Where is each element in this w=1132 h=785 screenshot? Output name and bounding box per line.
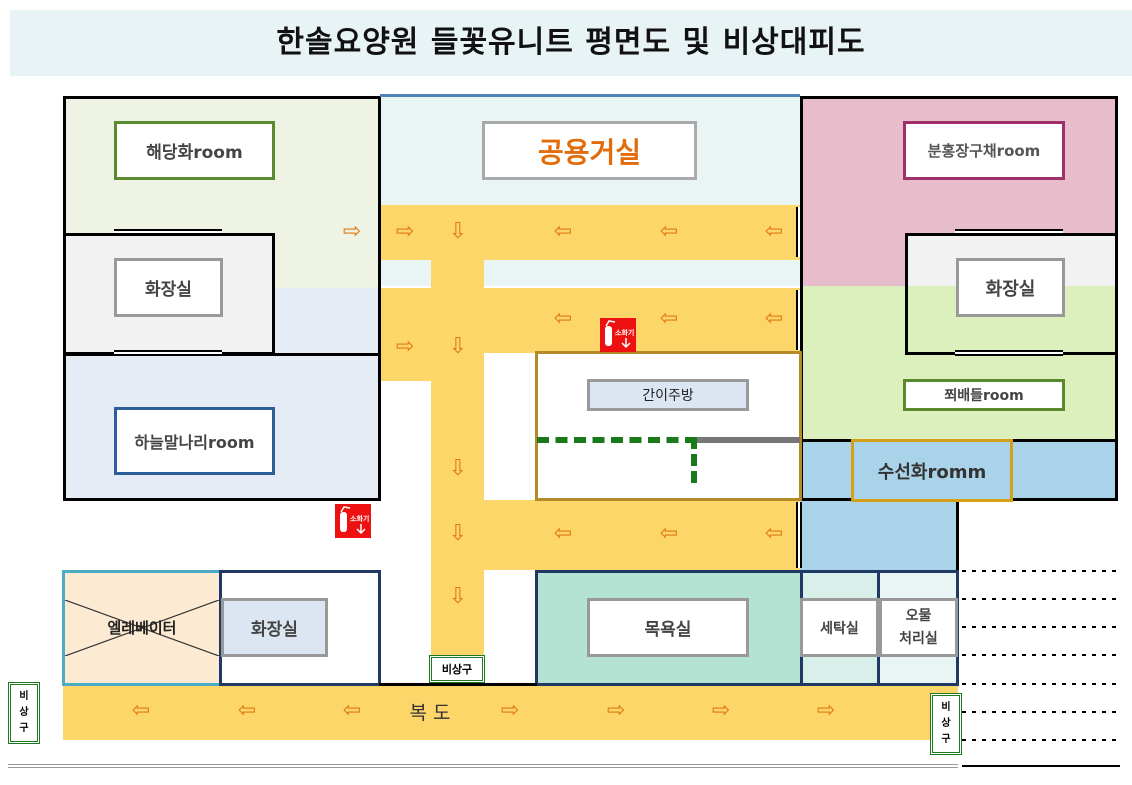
label-bunhong: 분홍장구채room [903, 121, 1065, 180]
emergency-exit-left: 비 상 구 [8, 682, 40, 744]
arrow-right-icon: ⇨ [342, 219, 362, 244]
outline-common-hall-top [380, 94, 800, 97]
label-common-hall: 공용거실 [482, 121, 697, 180]
page-title: 한솔요양원 들꽃유니트 평면도 및 비상대피도 [276, 25, 866, 60]
arrow-left-icon: ⇦ [659, 306, 679, 331]
arrow-right-icon: ⇨ [606, 698, 626, 723]
kitchen-dotted-partition-vertical [691, 437, 697, 483]
door [114, 350, 222, 356]
corridor-label: 복 도 [409, 702, 451, 724]
outline-toilet-bottom [219, 570, 381, 686]
label-toilet-left: 화장실 [114, 258, 223, 317]
corridor-left-stub [380, 288, 431, 381]
label-haedanghwa: 해당화room [114, 121, 275, 180]
arrow-right-icon: ⇨ [500, 698, 520, 723]
corridor-main [63, 685, 958, 740]
arrow-right-icon: ⇨ [395, 334, 415, 359]
exit-left-char: 구 [19, 723, 29, 734]
exit-left-char: 비 [19, 691, 29, 702]
extinguisher-label: 소화기 [615, 329, 635, 337]
arrow-down-icon: ⇩ [448, 456, 468, 481]
arrow-left-icon: ⇦ [764, 219, 784, 244]
outline-suseonhwa-right [956, 499, 959, 570]
exit-right-char: 구 [941, 734, 951, 745]
exit-left-char: 상 [19, 707, 29, 718]
outline-kitchen [535, 351, 802, 501]
elevator-cross [65, 600, 219, 656]
extinguisher-label: 소화기 [350, 515, 370, 523]
kitchen-area [537, 353, 800, 500]
arrow-left-icon: ⇦ [131, 698, 151, 723]
fire-extinguisher-icon: 소화기 [335, 504, 371, 538]
label-elevator: 엘레베이터 [107, 618, 177, 637]
arrow-left-icon: ⇦ [237, 698, 257, 723]
kitchen-dotted-partition [537, 437, 697, 443]
fire-extinguisher-icon [600, 318, 636, 352]
outline-haneul-top [63, 353, 381, 356]
arrow-left-icon: ⇦ [659, 219, 679, 244]
label-toilet-right: 화장실 [956, 258, 1065, 317]
outline-center-exit-wall [379, 683, 537, 686]
ground-line [8, 764, 958, 768]
corridor-mid [484, 500, 800, 570]
balcony-dotted-lines [962, 570, 1120, 767]
arrow-left-icon: ⇦ [764, 306, 784, 331]
arrow-right-icon: ⇨ [711, 698, 731, 723]
door [955, 350, 1063, 356]
label-jjokbaedeul: 쬐배들room [903, 379, 1065, 411]
label-waste-line1: 오물 [905, 608, 932, 625]
arrow-down-icon: ⇩ [448, 521, 468, 546]
door [955, 229, 1063, 235]
door [114, 229, 222, 235]
arrow-right-icon: ⇨ [816, 698, 836, 723]
room-suseonhwa-lower [800, 500, 958, 570]
kitchen-counter-line [697, 437, 800, 443]
arrow-left-icon: ⇦ [553, 306, 573, 331]
label-laundry: 세탁실 [800, 598, 879, 657]
corridor-vertical [431, 205, 484, 685]
label-kitchen: 간이주방 [587, 379, 749, 411]
exit-right-char: 비 [941, 702, 951, 713]
arrow-left-icon: ⇦ [342, 698, 362, 723]
exit-right-char: 상 [941, 718, 951, 729]
door [796, 207, 802, 257]
arrow-right-icon: ⇨ [395, 219, 415, 244]
arrow-down-icon: ⇩ [448, 334, 468, 359]
door [796, 290, 802, 350]
door [796, 502, 802, 568]
label-toilet-bottom: 화장실 [221, 598, 328, 657]
title-bar [10, 10, 1132, 76]
label-bath: 목욕실 [587, 598, 749, 657]
arrow-left-icon: ⇦ [553, 521, 573, 546]
arrow-left-icon: ⇦ [553, 219, 573, 244]
label-waste: 오물 처리실 [879, 598, 958, 657]
arrow-down-icon: ⇩ [448, 219, 468, 244]
label-suseonhwa: 수선화romm [851, 439, 1013, 502]
arrow-left-icon: ⇦ [764, 521, 784, 546]
emergency-exit-right: 비 상 구 [930, 693, 962, 755]
label-waste-line2: 처리실 [899, 630, 938, 647]
arrow-down-icon: ⇩ [448, 584, 468, 609]
arrow-left-icon: ⇦ [659, 521, 679, 546]
emergency-exit-center: 비상구 [429, 655, 485, 683]
label-haneul: 하늘말나리room [114, 407, 275, 475]
fire-extinguisher-icon [335, 504, 371, 538]
fire-extinguisher-icon: 소화기 [600, 318, 636, 352]
